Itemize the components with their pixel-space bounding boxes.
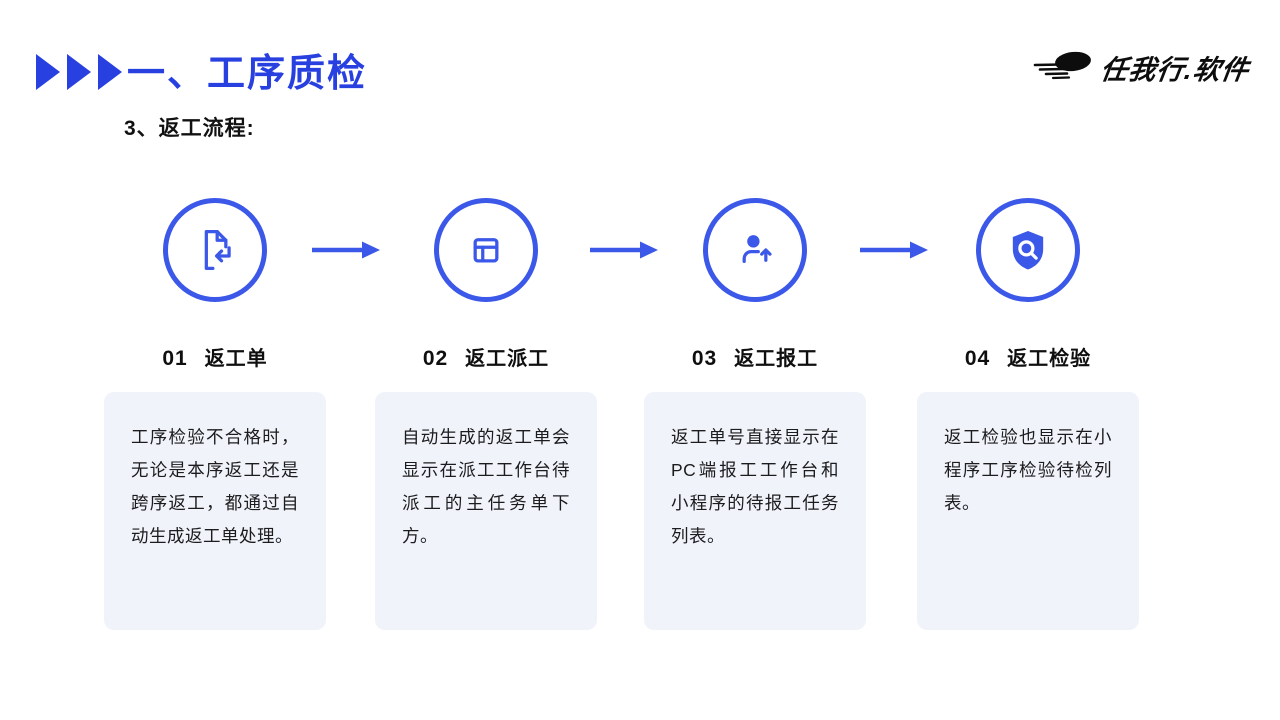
flow-step-1: 01 返工单 工序检验不合格时，无论是本序返工还是跨序返工，都通过自动生成返工单…	[104, 198, 326, 630]
step-label: 02 返工派工	[375, 342, 597, 371]
arrow-right-icon	[859, 240, 929, 260]
step-name: 返工报工	[734, 348, 819, 370]
step-label: 01 返工单	[104, 342, 326, 371]
step-description-card: 工序检验不合格时，无论是本序返工还是跨序返工，都通过自动生成返工单处理。	[104, 392, 326, 630]
step-icon-circle	[703, 198, 807, 302]
step-description-card: 返工检验也显示在小程序工序检验待检列表。	[917, 392, 1139, 630]
step-name: 返工单	[204, 348, 268, 370]
step-description-card: 自动生成的返工单会显示在派工工作台待派工的主任务单下方。	[375, 392, 597, 630]
shield-search-icon	[1002, 224, 1054, 276]
flow-step-3: 03 返工报工 返工单号直接显示在PC端报工工作台和小程序的待报工任务列表。	[644, 198, 866, 630]
step-number: 04	[964, 347, 991, 370]
step-name: 返工派工	[465, 348, 550, 370]
step-icon-circle	[163, 198, 267, 302]
grid-layout-icon	[460, 224, 512, 276]
triple-right-triangles-icon	[36, 54, 122, 90]
right-triangle-icon	[36, 54, 60, 90]
document-return-icon	[189, 224, 241, 276]
step-label: 04 返工检验	[917, 342, 1139, 371]
right-triangle-icon	[67, 54, 91, 90]
logo-text: 任我行.软件	[1099, 55, 1252, 85]
arrow-right-icon	[589, 240, 659, 260]
person-upload-icon	[729, 224, 781, 276]
step-number: 02	[422, 347, 449, 370]
step-icon-circle	[434, 198, 538, 302]
step-description: 返工检验也显示在小程序工序检验待检列表。	[944, 427, 1112, 513]
speed-ellipse-icon	[1031, 50, 1093, 85]
step-description-card: 返工单号直接显示在PC端报工工作台和小程序的待报工任务列表。	[644, 392, 866, 630]
page-title: 一、工序质检	[127, 53, 368, 95]
company-logo: 任我行.软件	[1031, 48, 1252, 87]
step-description: 工序检验不合格时，无论是本序返工还是跨序返工，都通过自动生成返工单处理。	[131, 427, 299, 546]
section-subtitle: 3、返工流程:	[124, 117, 255, 140]
step-number: 03	[691, 347, 718, 370]
right-triangle-icon	[98, 54, 122, 90]
step-icon-circle	[976, 198, 1080, 302]
step-description: 返工单号直接显示在PC端报工工作台和小程序的待报工任务列表。	[671, 427, 839, 546]
step-name: 返工检验	[1007, 348, 1092, 370]
arrow-right-icon	[311, 240, 381, 260]
flow-step-4: 04 返工检验 返工检验也显示在小程序工序检验待检列表。	[917, 198, 1139, 630]
flow-step-2: 02 返工派工 自动生成的返工单会显示在派工工作台待派工的主任务单下方。	[375, 198, 597, 630]
step-label: 03 返工报工	[644, 342, 866, 371]
step-number: 01	[162, 347, 188, 370]
step-description: 自动生成的返工单会显示在派工工作台待派工的主任务单下方。	[402, 427, 570, 546]
